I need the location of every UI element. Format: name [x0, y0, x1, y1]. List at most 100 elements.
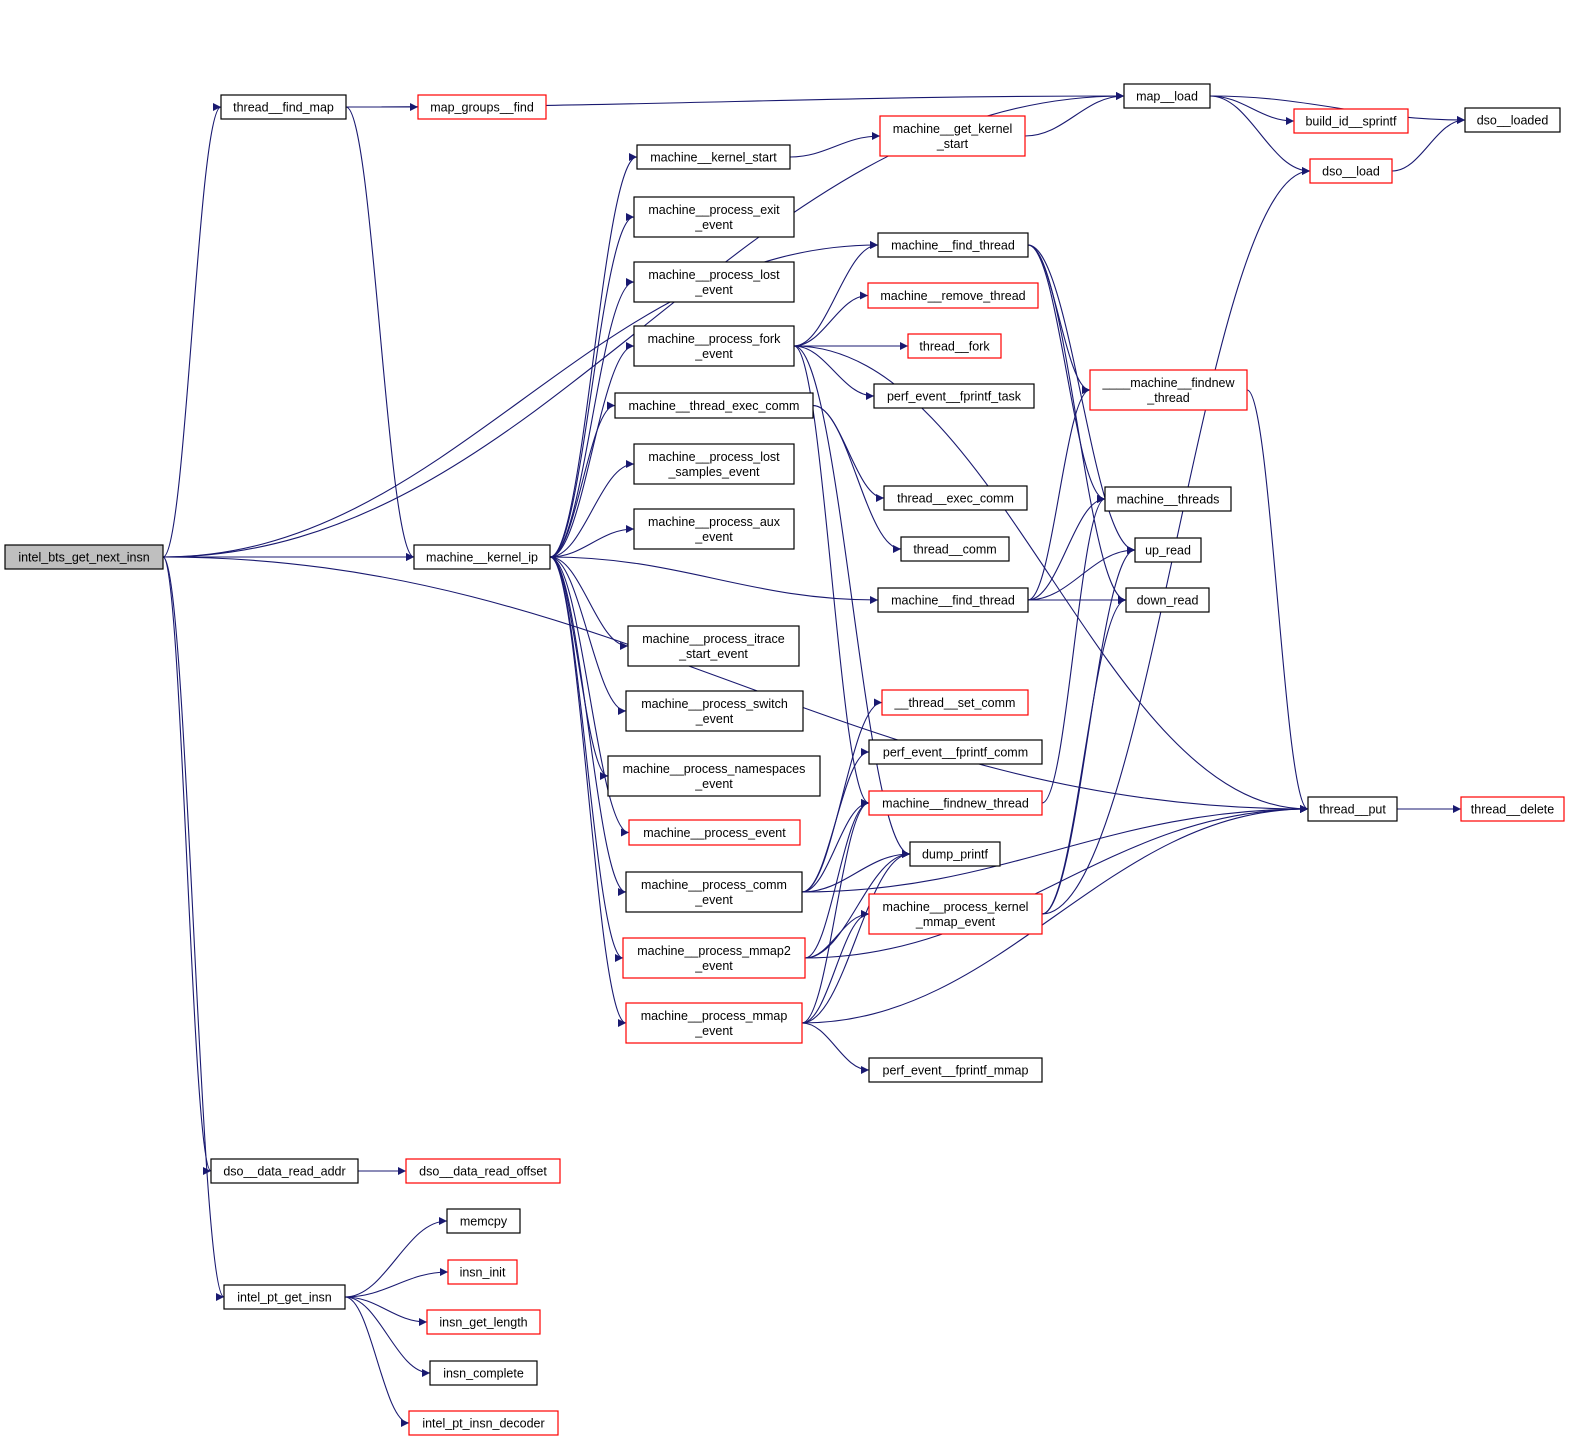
node-thread__delete[interactable]: thread__delete [1460, 796, 1565, 822]
node-box[interactable] [210, 1158, 359, 1184]
node-machine__find_thread_a[interactable]: machine__find_thread [877, 232, 1029, 258]
node-____machine__findnew_thread[interactable]: ____machine__findnew_thread [1089, 369, 1248, 411]
node-thread__comm[interactable]: thread__comm [900, 536, 1010, 562]
node-intel_pt_get_insn[interactable]: intel_pt_get_insn [223, 1284, 346, 1310]
node-machine__process_lost_event[interactable]: machine__process_lost_event [633, 261, 795, 303]
node-box[interactable] [907, 333, 1002, 359]
node-box[interactable] [1104, 486, 1232, 512]
node-box[interactable] [628, 819, 801, 846]
node-box[interactable] [633, 508, 795, 550]
node-box[interactable] [868, 739, 1043, 765]
node-perf_event__fprintf_mmap[interactable]: perf_event__fprintf_mmap [868, 1057, 1043, 1083]
node-dump_printf[interactable]: dump_printf [909, 841, 1001, 867]
node-machine__process_namespaces_event[interactable]: machine__process_namespaces_event [607, 755, 821, 797]
node-map_groups__find[interactable]: map_groups__find [417, 94, 547, 120]
node-box[interactable] [909, 841, 1001, 867]
node-machine__process_mmap_event[interactable]: machine__process_mmap_event [625, 1002, 803, 1044]
node-insn_get_length[interactable]: insn_get_length [426, 1309, 541, 1335]
node-map__load[interactable]: map__load [1123, 83, 1211, 109]
node-box[interactable] [1464, 107, 1561, 133]
node-machine__process_switch_event[interactable]: machine__process_switch_event [625, 690, 804, 732]
node-intel_pt_insn_decoder[interactable]: intel_pt_insn_decoder [408, 1410, 559, 1436]
node-machine__get_kernel_start[interactable]: machine__get_kernel_start [879, 115, 1026, 157]
node-machine__threads[interactable]: machine__threads [1104, 486, 1232, 512]
node-box[interactable] [446, 1208, 521, 1234]
node-machine__process_mmap2_event[interactable]: machine__process_mmap2_event [622, 937, 806, 979]
node-box[interactable] [1125, 587, 1210, 613]
node-box[interactable] [625, 690, 804, 732]
node-box[interactable] [633, 261, 795, 303]
node-box[interactable] [429, 1360, 538, 1386]
node-box[interactable] [1307, 796, 1398, 822]
node-thread__fork[interactable]: thread__fork [907, 333, 1002, 359]
node-thread__find_map[interactable]: thread__find_map [220, 94, 347, 120]
node-box[interactable] [622, 937, 806, 979]
node-insn_complete[interactable]: insn_complete [429, 1360, 538, 1386]
node-machine__kernel_start[interactable]: machine__kernel_start [636, 144, 791, 170]
node-box[interactable] [408, 1410, 559, 1436]
node-box[interactable] [879, 115, 1026, 157]
node-dso__data_read_addr[interactable]: dso__data_read_addr [210, 1158, 359, 1184]
node-box[interactable] [417, 94, 547, 120]
node-box[interactable] [883, 485, 1028, 511]
node-box[interactable] [1089, 369, 1248, 411]
node-machine__process_aux_event[interactable]: machine__process_aux_event [633, 508, 795, 550]
node-thread__exec_comm[interactable]: thread__exec_comm [883, 485, 1028, 511]
node-box[interactable] [223, 1284, 346, 1310]
node-machine__remove_thread[interactable]: machine__remove_thread [867, 282, 1039, 309]
node-box[interactable] [413, 544, 551, 570]
node-intel_bts_get_next_insn[interactable]: intel_bts_get_next_insn [4, 544, 164, 570]
node-box[interactable] [1134, 537, 1202, 563]
node-dso__data_read_offset[interactable]: dso__data_read_offset [405, 1158, 561, 1184]
node-machine__process_exit_event[interactable]: machine__process_exit_event [633, 196, 795, 238]
node-machine__process_comm_event[interactable]: machine__process_comm_event [625, 871, 803, 913]
node-box[interactable] [220, 94, 347, 120]
node-box[interactable] [636, 144, 791, 170]
node-box[interactable] [868, 790, 1043, 816]
node-box[interactable] [633, 443, 795, 485]
node-box[interactable] [1309, 158, 1393, 184]
node-box[interactable] [625, 1002, 803, 1044]
node-box[interactable] [1123, 83, 1211, 109]
node-thread__put[interactable]: thread__put [1307, 796, 1398, 822]
node-machine__process_kernel_mmap_event[interactable]: machine__process_kernel_mmap_event [868, 893, 1043, 935]
node-box[interactable] [881, 689, 1029, 716]
node-build_id__sprintf[interactable]: build_id__sprintf [1293, 108, 1409, 134]
node-box[interactable] [405, 1158, 561, 1184]
node-machine__findnew_thread[interactable]: machine__findnew_thread [868, 790, 1043, 816]
node-machine__kernel_ip[interactable]: machine__kernel_ip [413, 544, 551, 570]
node-box[interactable] [4, 544, 164, 570]
node-machine__thread_exec_comm[interactable]: machine__thread_exec_comm [614, 392, 814, 419]
node-box[interactable] [1460, 796, 1565, 822]
node-machine__process_itrace_start_event[interactable]: machine__process_itrace_start_event [627, 625, 800, 667]
node-box[interactable] [868, 1057, 1043, 1083]
node-box[interactable] [625, 871, 803, 913]
node-box[interactable] [447, 1259, 518, 1285]
node-perf_event__fprintf_comm[interactable]: perf_event__fprintf_comm [868, 739, 1043, 765]
node-box[interactable] [900, 536, 1010, 562]
node-box[interactable] [607, 755, 821, 797]
node-box[interactable] [614, 392, 814, 419]
node-dso__loaded[interactable]: dso__loaded [1464, 107, 1561, 133]
node-perf_event__fprintf_task[interactable]: perf_event__fprintf_task [873, 383, 1035, 409]
node-box[interactable] [877, 587, 1029, 613]
node-machine__process_fork_event[interactable]: machine__process_fork_event [633, 325, 795, 367]
node-box[interactable] [627, 625, 800, 667]
node-box[interactable] [868, 893, 1043, 935]
node-box[interactable] [873, 383, 1035, 409]
node-insn_init[interactable]: insn_init [447, 1259, 518, 1285]
node-machine__find_thread_b[interactable]: machine__find_thread [877, 587, 1029, 613]
node-box[interactable] [633, 325, 795, 367]
node-box[interactable] [426, 1309, 541, 1335]
node-__thread__set_comm[interactable]: __thread__set_comm [881, 689, 1029, 716]
node-down_read[interactable]: down_read [1125, 587, 1210, 613]
node-box[interactable] [1293, 108, 1409, 134]
node-memcpy[interactable]: memcpy [446, 1208, 521, 1234]
node-machine__process_event[interactable]: machine__process_event [628, 819, 801, 846]
node-box[interactable] [867, 282, 1039, 309]
node-up_read[interactable]: up_read [1134, 537, 1202, 563]
node-box[interactable] [633, 196, 795, 238]
node-dso__load[interactable]: dso__load [1309, 158, 1393, 184]
node-machine__process_lost_samples_event[interactable]: machine__process_lost_samples_event [633, 443, 795, 485]
node-box[interactable] [877, 232, 1029, 258]
